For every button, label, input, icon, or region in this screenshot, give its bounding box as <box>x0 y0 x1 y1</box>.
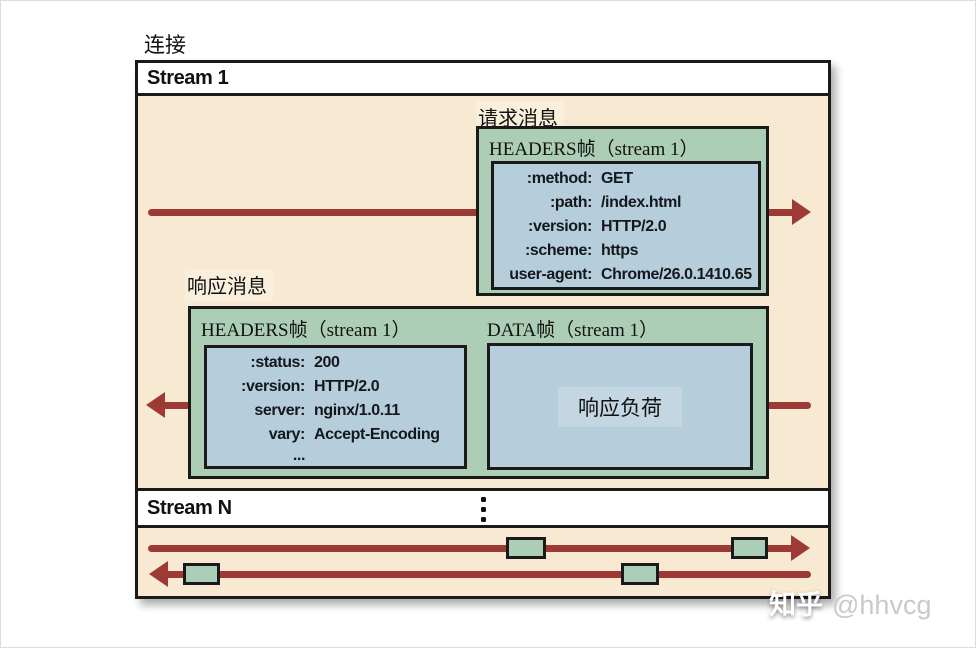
watermark-handle: @hhvcg <box>832 590 932 620</box>
streamN-response-arrow-icon <box>149 561 168 587</box>
request-headers-frame-title: HEADERS帧（stream 1） <box>489 139 699 160</box>
connection-label: 连接 <box>144 33 186 57</box>
header-field-ellipsis: ... <box>292 447 306 464</box>
response-payload-label: 响应负荷 <box>558 386 682 427</box>
response-arrow-line-left <box>164 402 188 409</box>
streamN-frame-chip <box>621 563 659 585</box>
streamN-frame-chip <box>506 537 546 559</box>
connection-box: Stream 1 请求消息 HEADERS帧（stream 1） :method… <box>135 60 831 599</box>
header-field-row: :method: GET <box>526 170 633 187</box>
streamN-request-line <box>148 545 792 552</box>
streamN-request-arrow-icon <box>791 535 810 561</box>
response-arrow-left-icon <box>146 392 165 418</box>
stream1-label: Stream 1 <box>147 66 229 89</box>
response-headers-fields-box: :status: 200 :version: HTTP/2.0 server: … <box>204 345 467 469</box>
header-field-row: :version: HTTP/2.0 <box>241 378 380 395</box>
response-data-frame-title: DATA帧（stream 1） <box>487 320 659 341</box>
streamN-response-line <box>167 571 811 578</box>
header-field-row: user-agent: Chrome/26.0.1410.65 <box>509 266 752 283</box>
request-arrow-line-right <box>769 209 793 216</box>
streamN-label: Stream N <box>147 496 232 519</box>
header-field-row: server: nginx/1.0.11 <box>254 402 400 419</box>
watermark-brand: 知乎 <box>769 590 823 620</box>
request-arrow-right-icon <box>792 199 811 225</box>
request-headers-frame: HEADERS帧（stream 1） :method: GET :path: /… <box>476 126 769 296</box>
stream1-bar: Stream 1 <box>138 63 828 96</box>
response-message-label: 响应消息 <box>185 269 273 301</box>
request-headers-fields-box: :method: GET :path: /index.html :version… <box>491 161 761 290</box>
header-field-row: vary: Accept-Encoding <box>268 426 440 443</box>
header-field-row: :status: 200 <box>250 354 340 371</box>
watermark: 知乎 @hhvcg <box>769 583 931 622</box>
header-field-row: :path: /index.html <box>549 194 682 211</box>
streamN-frame-chip <box>183 563 220 585</box>
response-arrow-line-right <box>769 402 811 409</box>
response-frames-box: HEADERS帧（stream 1） DATA帧（stream 1） :stat… <box>188 306 769 479</box>
streamN-area <box>138 528 828 596</box>
streamN-frame-chip <box>731 537 768 559</box>
streamN-bar: Stream N <box>138 488 828 528</box>
request-arrow-line <box>148 209 479 216</box>
header-field-row: :scheme: https <box>524 242 639 259</box>
response-data-payload-box: 响应负荷 <box>487 343 753 470</box>
response-headers-frame-title: HEADERS帧（stream 1） <box>201 320 411 341</box>
header-field-row: :version: HTTP/2.0 <box>528 218 667 235</box>
continuation-dots-icon <box>481 497 486 522</box>
